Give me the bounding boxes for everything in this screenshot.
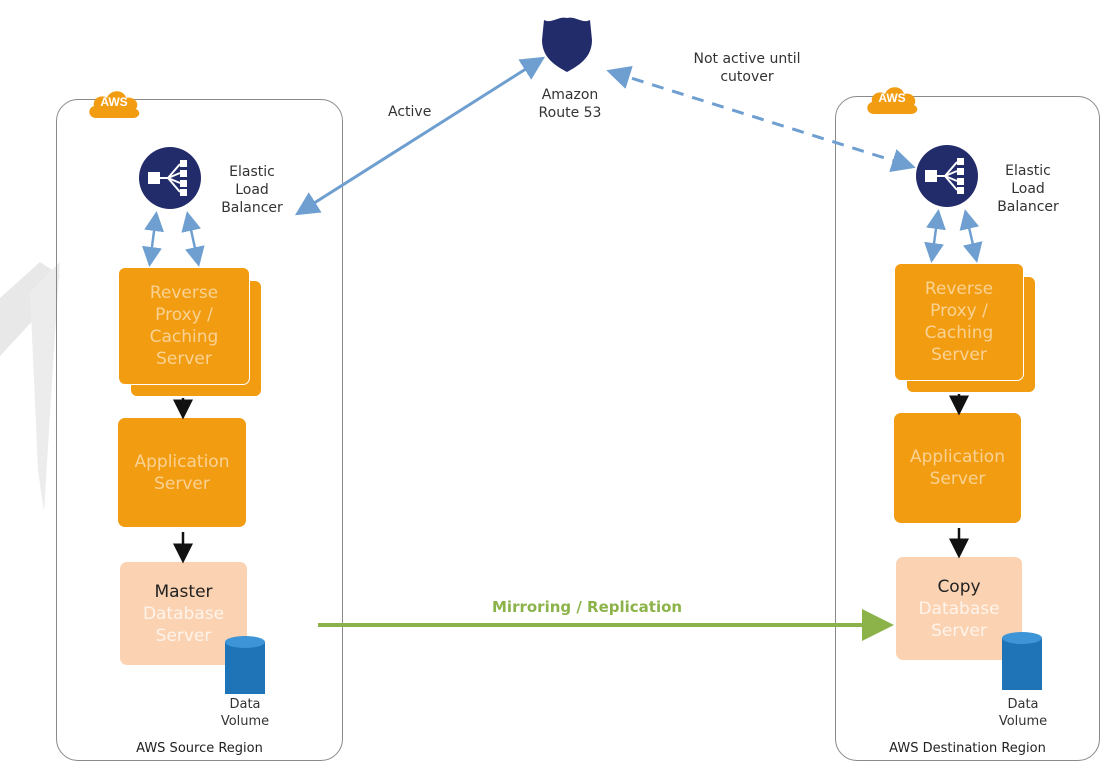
source-elb-icon [138,146,202,210]
source-elb-label: Elastic Load Balancer [221,164,283,216]
source-region-label: AWS Source Region [136,741,263,756]
destination-data-volume-label: Data Volume [998,697,1048,729]
route53-label: Amazon Route 53 [538,87,602,121]
source-aws-cloud-icon: AWS [86,86,142,120]
mirroring-replication-label: Mirroring / Replication [492,598,683,616]
destination-region: AWS Destination Region [835,96,1100,761]
destination-elb-label: Elastic Load Balancer [997,163,1059,215]
source-elb-proxy-arrow-2 [181,211,205,267]
destination-database-server: Copy Database Server [896,557,1022,660]
destination-elb-proxy-arrow-1 [924,209,946,263]
source-elb-proxy-arrow-1 [142,211,164,267]
route53-shield-icon [540,14,594,74]
destination-data-volume-icon [1002,632,1042,690]
source-cloud-label: AWS [100,95,128,109]
source-data-volume-label: Data Volume [220,697,270,729]
destination-region-label: AWS Destination Region [889,741,1046,756]
source-proxy-server: Reverse Proxy / Caching Server [118,267,250,385]
destination-db-title: Copy [937,576,981,597]
active-connector [294,56,546,216]
destination-elb-icon [915,144,979,208]
inactive-connector [606,65,916,173]
destination-proxy-server: Reverse Proxy / Caching Server [894,263,1024,381]
source-data-volume-icon [225,636,265,694]
source-db-title: Master [154,581,213,602]
destination-application-server: Application Server [894,413,1021,523]
source-region: AWS Source Region [56,99,343,761]
destination-elb-proxy-arrow-2 [959,209,983,263]
source-application-server: Application Server [118,418,246,527]
